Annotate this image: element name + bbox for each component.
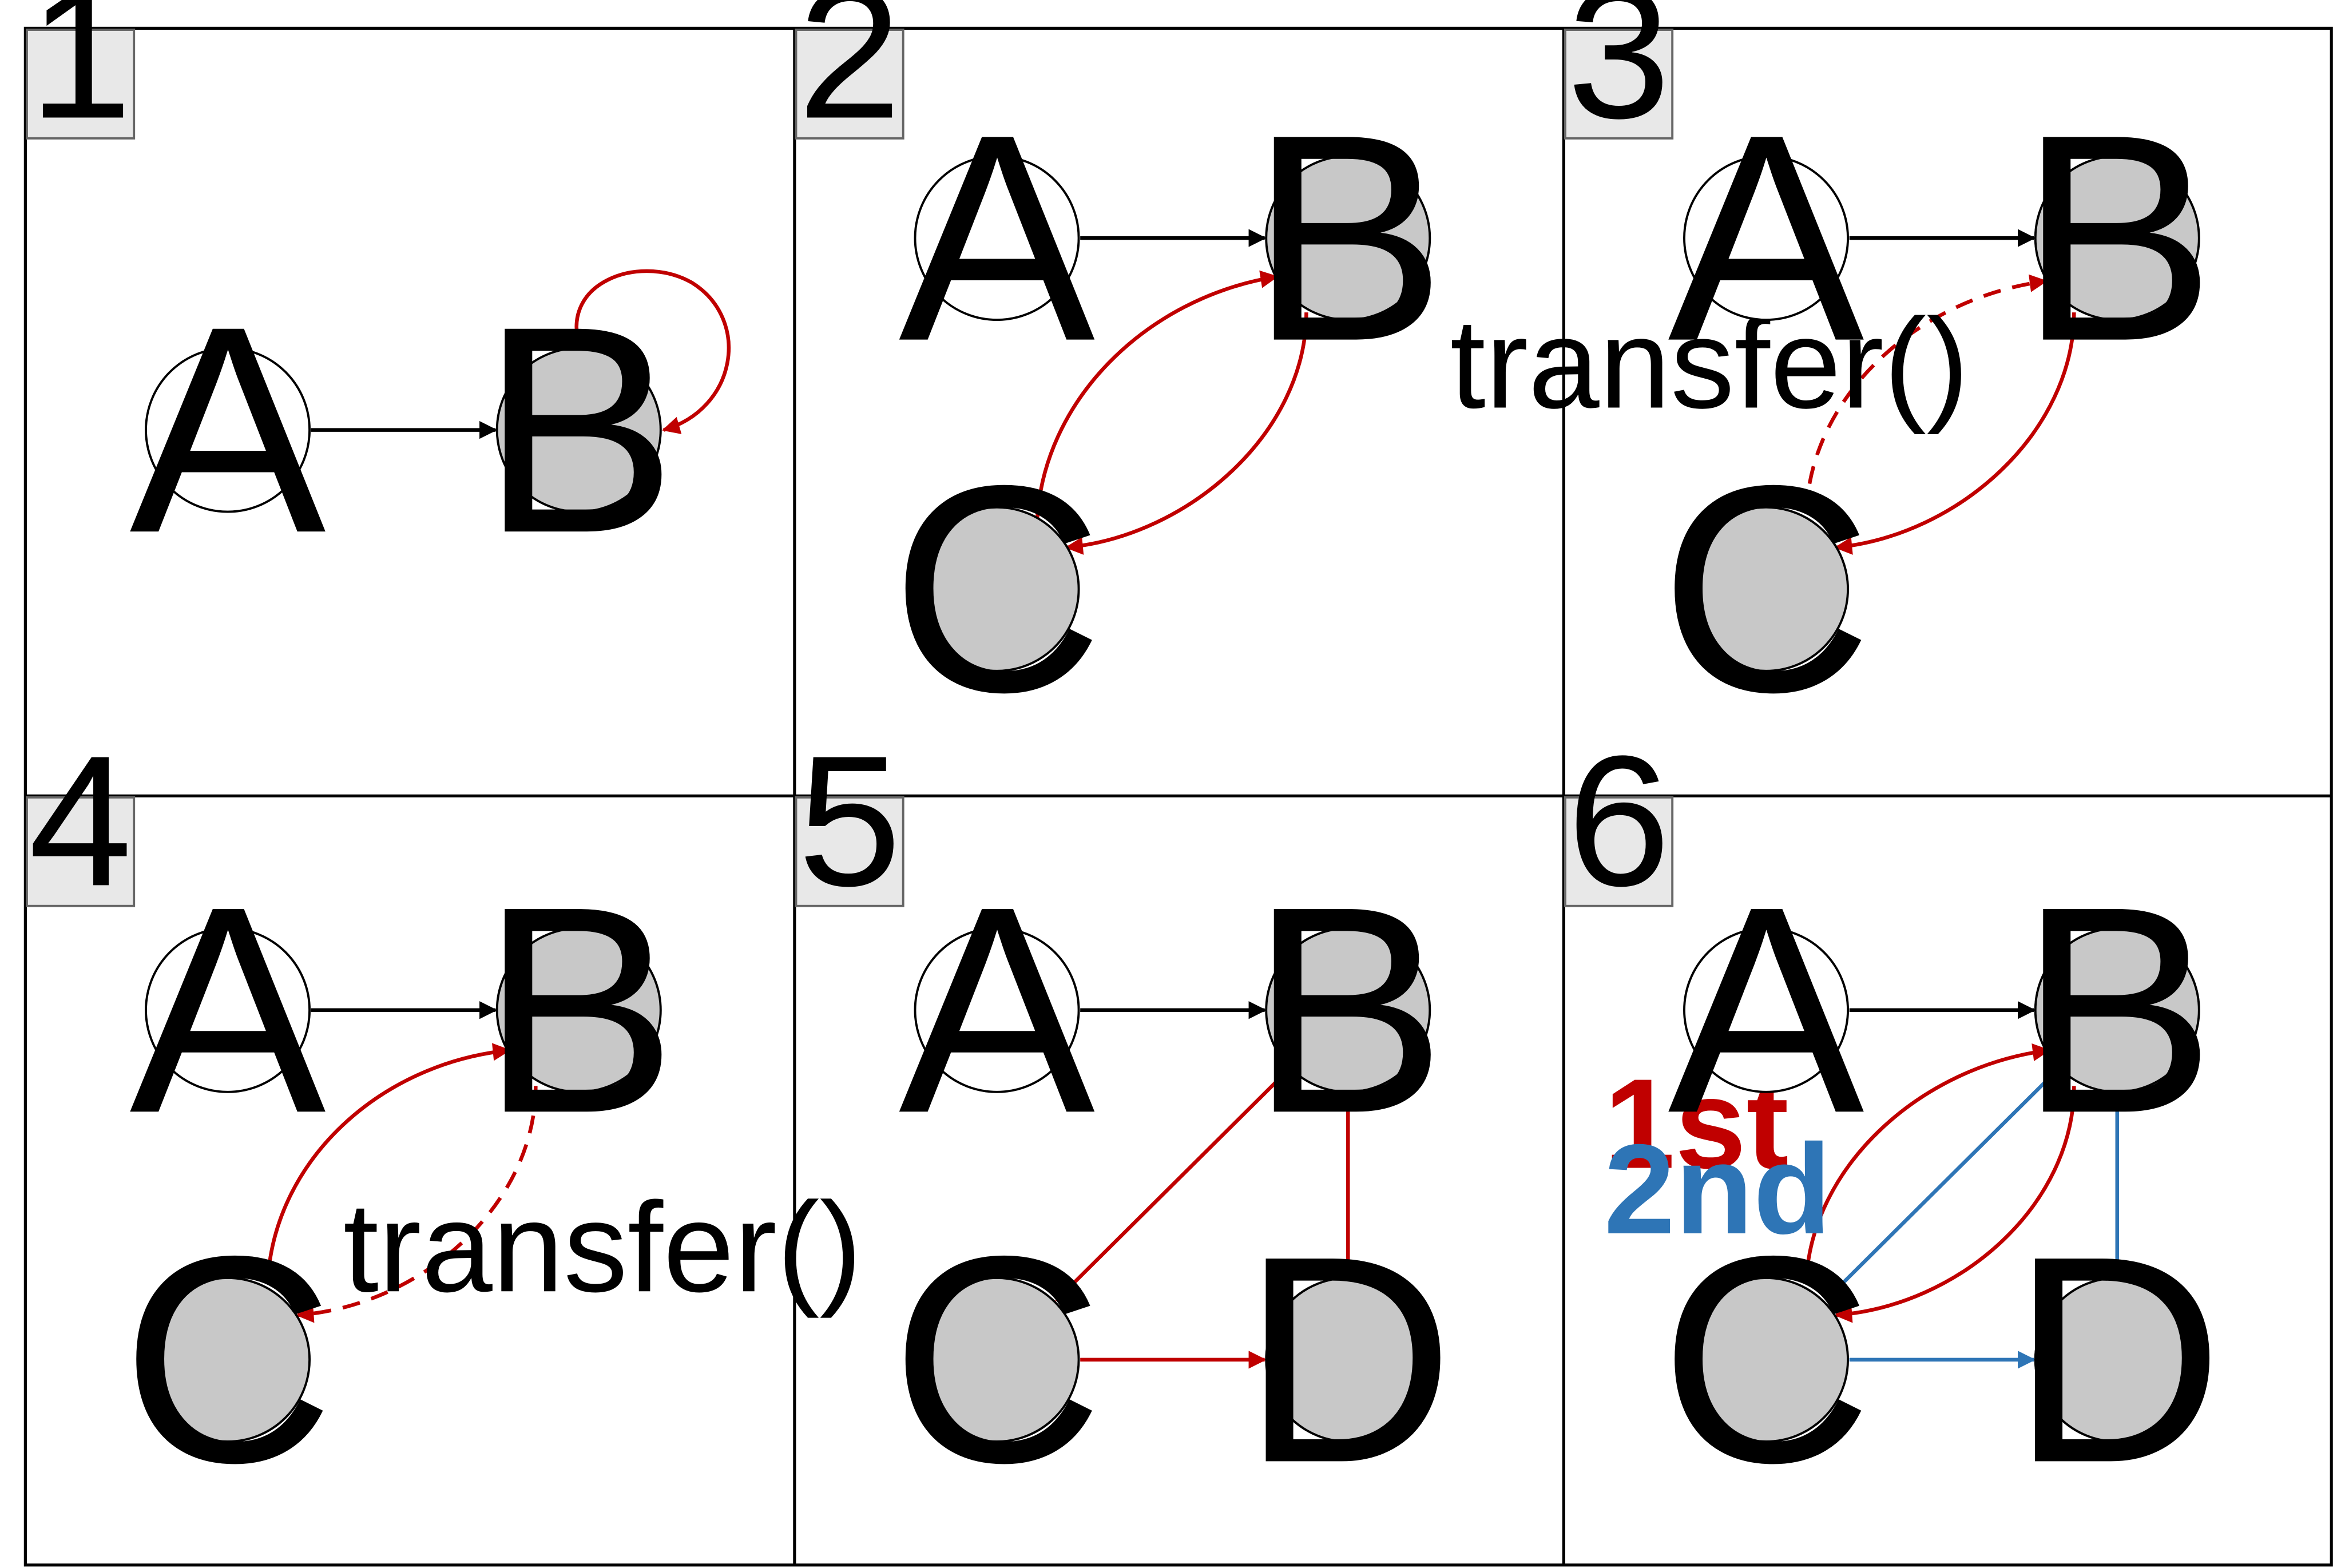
node-c: C [121, 1195, 334, 1524]
node-label: C [1660, 1195, 1872, 1524]
node-a: A [1668, 845, 1866, 1174]
node-label: C [121, 1195, 334, 1524]
edge-b-to-c [1834, 312, 2076, 555]
panel-number: 6 [1567, 717, 1671, 924]
node-d: D [2011, 1195, 2224, 1524]
panel-number: 2 [798, 0, 902, 157]
node-label: C [1660, 424, 1872, 753]
node-c: C [891, 1195, 1104, 1524]
panel-number: 1 [29, 0, 132, 157]
node-label: A [129, 845, 327, 1174]
node-d: D [1241, 1195, 1454, 1524]
edge-c-to-b [1035, 270, 1279, 524]
edge-b-to-c-transfer [296, 1086, 538, 1323]
node-b: B [1250, 845, 1446, 1174]
transfer-label: transfer() [343, 1176, 862, 1319]
edge-b-to-c-red [1834, 1086, 2076, 1323]
panel-number-box: 5 [795, 717, 904, 924]
node-label: B [481, 845, 677, 1174]
panel-number-box: 2 [795, 0, 904, 157]
node-label: A [1668, 845, 1866, 1174]
node-label: D [1241, 1195, 1454, 1524]
panel-number: 3 [1567, 0, 1671, 157]
panel-3: 3 transfer() A B C [1450, 0, 2216, 753]
panel-number-box: 3 [1564, 0, 1674, 157]
node-b: B [481, 265, 677, 594]
panel-number-box: 4 [26, 717, 136, 924]
node-c: C [1660, 1195, 1872, 1524]
edge-b-self-loop [574, 269, 731, 434]
node-b: B [1250, 74, 1446, 403]
node-b: B [2019, 845, 2215, 1174]
node-a: A [1668, 74, 1866, 403]
panel-6: 6 1st 2nd A B C D [1564, 717, 2224, 1524]
edge-c-to-b-transfer [1804, 274, 2048, 514]
panel-5: 5 A B C D [795, 717, 1454, 1524]
node-a: A [899, 845, 1097, 1174]
node-label: A [899, 74, 1097, 403]
edge-b-to-c [1065, 312, 1308, 555]
node-label: B [2019, 74, 2215, 403]
panel-4: 4 transfer() A B C [26, 717, 862, 1524]
node-b: B [2019, 74, 2215, 403]
node-label: B [2019, 845, 2215, 1174]
panel-number: 5 [798, 717, 902, 924]
node-a: A [129, 265, 327, 594]
node-label: D [2011, 1195, 2224, 1524]
edge-b-to-c-blue [1826, 1066, 2061, 1300]
grid-frame [23, 26, 2333, 1567]
node-label: B [1250, 74, 1446, 403]
edge-c-to-b [266, 1043, 511, 1280]
transfer-label: transfer() [1450, 293, 1969, 435]
panel-1: 1 A B [26, 0, 731, 594]
node-label: A [1668, 74, 1866, 403]
node-label: A [899, 845, 1097, 1174]
node-label: B [481, 265, 677, 594]
node-c: C [891, 424, 1104, 753]
legend-second: 2nd [1604, 1118, 1832, 1261]
node-label: A [129, 265, 327, 594]
node-a: A [899, 74, 1097, 403]
edge-c-to-b-red [1804, 1043, 2051, 1283]
node-label: C [891, 1195, 1104, 1524]
node-label: C [891, 424, 1104, 753]
node-b: B [481, 845, 677, 1174]
edge-b-to-c [1055, 1066, 1292, 1302]
panel-2: 2 A B C [795, 0, 1446, 753]
node-a: A [129, 845, 327, 1174]
panel-number-box: 6 [1564, 717, 1674, 924]
panel-number-box: 1 [26, 0, 136, 157]
panel-number: 4 [29, 717, 132, 924]
node-label: B [1250, 845, 1446, 1174]
node-c: C [1660, 424, 1872, 753]
